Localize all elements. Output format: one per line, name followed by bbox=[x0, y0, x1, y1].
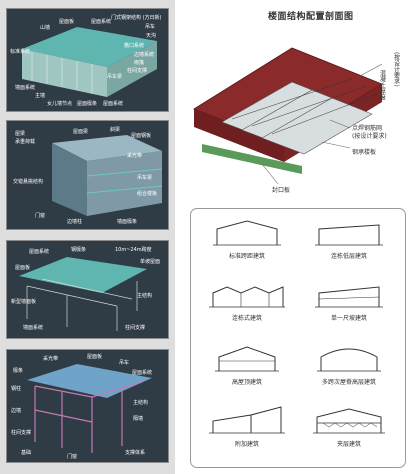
label-6: 新型墙面板 bbox=[11, 298, 36, 305]
label-11: 边墙柱 bbox=[67, 218, 82, 225]
label-8: 标准系统 bbox=[10, 48, 30, 55]
low-rise-icon bbox=[315, 224, 383, 246]
label-4: 屋面板 bbox=[15, 264, 30, 271]
label-1: 屋面系统 bbox=[29, 248, 49, 255]
label-3: 吊车 bbox=[119, 359, 129, 366]
label-8: 吊车梁 bbox=[137, 174, 152, 181]
label-5: 吊车 bbox=[145, 23, 155, 30]
label-7: 檐口系统 bbox=[124, 42, 144, 49]
standard-span-icon bbox=[213, 220, 281, 246]
label-6: 天沟 bbox=[146, 32, 156, 39]
label-9: 组合楼板 bbox=[137, 190, 157, 197]
label-2: 屋面板 bbox=[87, 353, 102, 360]
label-15: 女儿墙节点 bbox=[47, 100, 72, 107]
label-9: 柱间支撑 bbox=[125, 324, 145, 331]
stud-note: (按设计要求) bbox=[352, 132, 387, 140]
stud-label: 点焊钢筋网 bbox=[352, 124, 382, 132]
section-type-cell: 高屋顶建筑 bbox=[197, 343, 297, 386]
label-1: 屋梁 bbox=[15, 130, 25, 137]
label-11: 柱间支撑 bbox=[127, 67, 147, 74]
single-slope-icon bbox=[315, 286, 383, 308]
label-6: 钢柱 bbox=[11, 385, 21, 392]
section-type-label: 单一尺坡建筑 bbox=[330, 315, 367, 322]
multi-ridge-icon bbox=[317, 348, 381, 372]
label-10: 柱间支撑 bbox=[11, 429, 31, 436]
label-8: 墙面系统 bbox=[23, 324, 43, 331]
floor-section-title: 楼面结构配置剖面图 bbox=[268, 12, 354, 22]
section-type-cell: 连栋式建筑 bbox=[197, 279, 297, 322]
label-3: 10m~24m跨度 bbox=[115, 246, 152, 253]
section-type-label: 连栋式建筑 bbox=[231, 315, 262, 322]
high-roof-icon bbox=[215, 346, 279, 372]
section-type-label: 高屋顶建筑 bbox=[231, 379, 262, 386]
label-7: 采光带 bbox=[127, 152, 142, 159]
section-type-label: 多跨次屋脊高层建筑 bbox=[321, 379, 376, 386]
label-12: 门窗 bbox=[67, 453, 77, 460]
section-types-panel: 标准跨距建筑 连栋低层建筑 连栋式建筑 单一尺坡建筑 高屋顶建筑 bbox=[190, 208, 406, 468]
label-12: 墙面系统 bbox=[15, 84, 35, 91]
label-5: 屋面钢板 bbox=[131, 132, 151, 139]
label-9: 边墙系统 bbox=[134, 51, 154, 58]
label-13: 支撑体系 bbox=[125, 449, 145, 456]
label-4: 檩条 bbox=[13, 367, 23, 374]
section-type-label: 夹层建筑 bbox=[336, 441, 361, 448]
label-2: 钢檩条 bbox=[71, 246, 86, 253]
mezzanine-icon bbox=[313, 408, 385, 434]
label-5: 单坡屋面 bbox=[140, 258, 160, 265]
label-16: 屋面檩条 bbox=[77, 100, 97, 107]
label-8: 边墙 bbox=[11, 407, 21, 414]
label-10: 门窗 bbox=[35, 212, 45, 219]
label-13: 吊车梁 bbox=[107, 73, 122, 80]
deck-label: 钢承楼板 bbox=[352, 148, 376, 156]
section-type-cell: 单一尺坡建筑 bbox=[299, 279, 399, 322]
label-2: 屋面板 bbox=[59, 18, 74, 25]
label-7: 主结构 bbox=[137, 292, 152, 299]
slab-label: 混凝土厚度 bbox=[379, 69, 386, 101]
label-2: 承重荷载 bbox=[15, 138, 35, 145]
section-type-cell: 连栋低层建筑 bbox=[299, 217, 399, 260]
label-4: 斜梁 bbox=[110, 126, 120, 133]
section-type-label: 附加建筑 bbox=[234, 441, 259, 448]
label-14: 主墙 bbox=[35, 92, 45, 99]
section-type-cell: 标准跨距建筑 bbox=[197, 217, 297, 260]
section-type-label: 标准跨距建筑 bbox=[228, 253, 265, 260]
steel-building-diagram-3: 屋面系统 钢檩条 10m~24m跨度 屋面板 单坡屋面 新型墙面板 主结构 墙面… bbox=[6, 240, 169, 339]
label-1: 采光带 bbox=[43, 355, 58, 362]
label-4: 门式钢架结构 (方日新) bbox=[111, 14, 162, 21]
steel-building-diagram-4: 采光带 屋面板 吊车 檩条 屋面系统 钢柱 主结构 边墙 隔墙 柱间支撑 基础 … bbox=[6, 349, 169, 463]
steel-building-diagram-1: 山墙 屋面板 屋面系统 门式钢架结构 (方日新) 吊车 天沟 檐口系统 标准系统… bbox=[6, 8, 169, 112]
label-5: 屋面系统 bbox=[132, 369, 152, 376]
section-type-cell: 夹层建筑 bbox=[299, 405, 399, 448]
slab-note: (按设计要求) bbox=[393, 52, 400, 87]
floor-section-diagram: 混凝土厚度 (按设计要求) 点焊钢筋网 (按设计要求) 钢承楼板 封口板 bbox=[182, 24, 418, 200]
annex-building-icon bbox=[209, 406, 285, 434]
label-10: 雨篷 bbox=[134, 59, 144, 66]
label-7: 主结构 bbox=[133, 399, 148, 406]
section-type-label: 连栋低层建筑 bbox=[330, 253, 367, 260]
label-6: 交错悬挑结构 bbox=[13, 178, 43, 185]
section-type-cell: 附加建筑 bbox=[197, 405, 297, 448]
label-12: 墙面檩条 bbox=[117, 218, 137, 225]
steel-building-diagram-2: 屋梁 承重荷载 屋面梁 斜梁 屋面钢板 交错悬挑结构 采光带 吊车梁 组合楼板 … bbox=[6, 120, 169, 230]
label-3: 屋面系统 bbox=[91, 18, 111, 25]
closure-label: 封口板 bbox=[272, 186, 290, 194]
section-type-cell: 多跨次屋脊高层建筑 bbox=[299, 343, 399, 386]
multi-span-icon bbox=[209, 286, 285, 308]
label-11: 基础 bbox=[21, 449, 31, 456]
label-1: 山墙 bbox=[40, 24, 50, 31]
label-9: 隔墙 bbox=[133, 415, 143, 422]
label-3: 屋面梁 bbox=[73, 128, 88, 135]
label-17: 屋面系统 bbox=[103, 100, 123, 107]
